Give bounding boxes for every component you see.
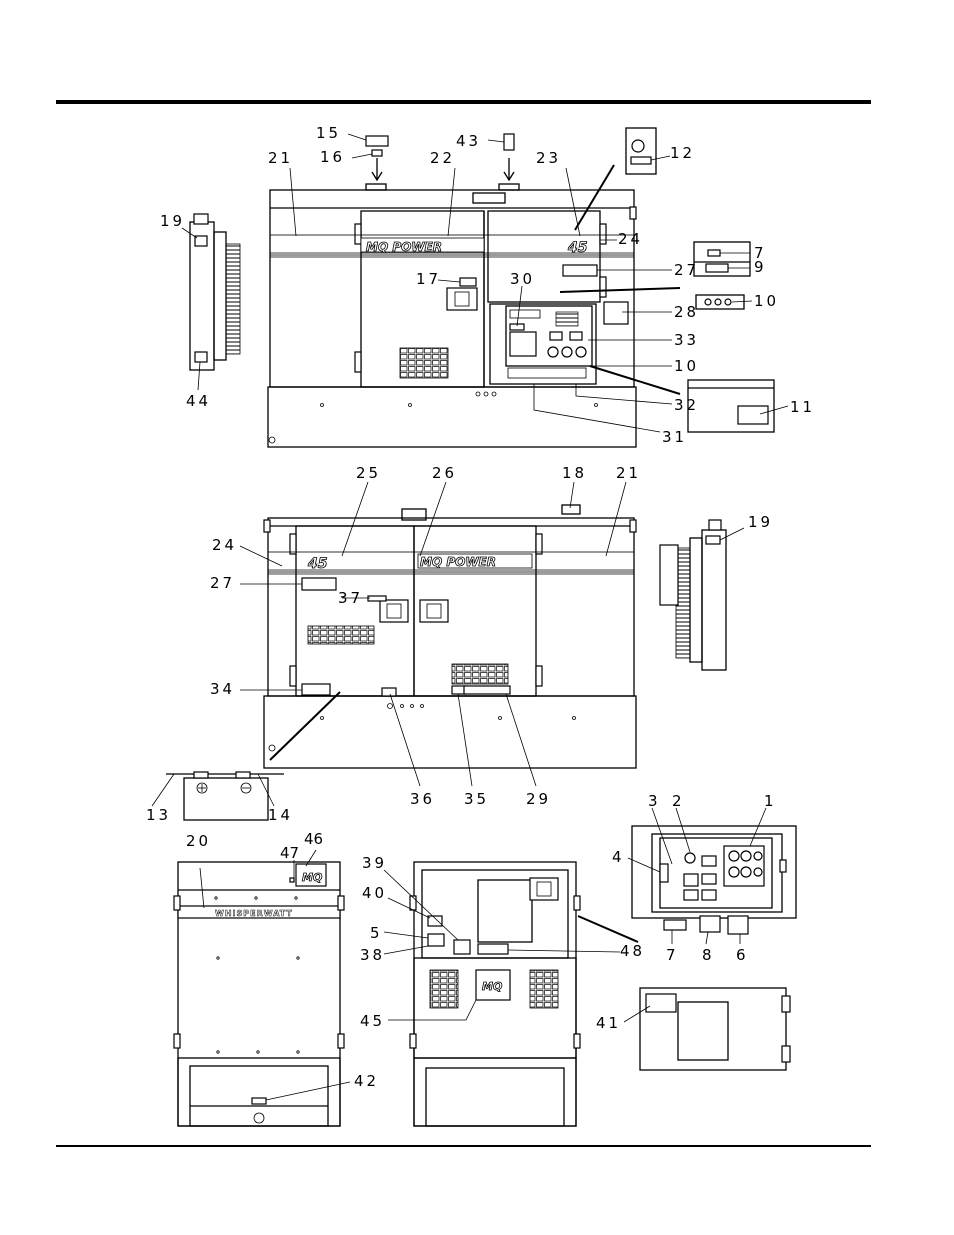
callout-34: 34 xyxy=(210,680,235,698)
callout-9: 9 xyxy=(754,258,764,276)
callout-30: 30 xyxy=(510,270,535,288)
generator-front-view: MQ POWER 45 xyxy=(268,165,680,447)
callout-3: 3 xyxy=(648,792,658,810)
callout-12: 12 xyxy=(670,144,695,162)
callout-18: 18 xyxy=(562,464,587,482)
callout-14: 14 xyxy=(268,806,293,824)
callout-48: 48 xyxy=(620,942,645,960)
callout-13: 13 xyxy=(146,806,171,824)
callout-10b: 10 xyxy=(674,357,699,375)
callout-27: 27 xyxy=(674,261,699,279)
callout-19: 19 xyxy=(160,212,185,230)
battery-detail xyxy=(152,772,284,820)
callout-36: 36 xyxy=(410,790,435,808)
brand-decal-text: MQ POWER xyxy=(366,240,442,254)
callout-28: 28 xyxy=(674,303,699,321)
callout-26: 26 xyxy=(432,464,457,482)
generator-right-side-view xyxy=(660,520,744,670)
callout-47: 47 xyxy=(280,844,299,862)
callout-6: 6 xyxy=(736,946,746,964)
callout-10: 10 xyxy=(754,292,779,310)
mq-logo-text-rear: MQ xyxy=(482,980,502,993)
mq-logo-text: MQ xyxy=(302,871,322,884)
callout-21b: 21 xyxy=(616,464,641,482)
generator-rear-view: MQ POWER 45 xyxy=(240,482,636,786)
callout-25: 25 xyxy=(356,464,381,482)
callout-45: 45 xyxy=(360,1012,385,1030)
inset-11 xyxy=(688,380,788,432)
callout-31: 31 xyxy=(662,428,687,446)
callout-21: 21 xyxy=(268,149,293,167)
callout-29: 29 xyxy=(526,790,551,808)
callout-42: 42 xyxy=(354,1072,379,1090)
callout-19b: 19 xyxy=(748,513,773,531)
callout-41: 41 xyxy=(596,1014,621,1032)
inset-7-9 xyxy=(694,242,752,309)
callout-20: 20 xyxy=(186,832,211,850)
inset-12 xyxy=(626,128,670,174)
callout-43: 43 xyxy=(456,132,481,150)
callout-33: 33 xyxy=(674,331,699,349)
control-panel-detail xyxy=(624,808,796,1070)
callout-37: 37 xyxy=(338,589,363,607)
callout-38: 38 xyxy=(360,946,385,964)
callout-1: 1 xyxy=(764,792,774,810)
callout-46: 46 xyxy=(304,830,323,848)
callout-8: 8 xyxy=(702,946,712,964)
callout-7b: 7 xyxy=(666,946,676,964)
callout-32: 32 xyxy=(674,396,699,414)
callout-24b: 24 xyxy=(212,536,237,554)
brand-decal-text-rear: MQ POWER xyxy=(420,555,496,569)
callout-17: 17 xyxy=(416,270,441,288)
callout-44: 44 xyxy=(186,392,211,410)
generator-left-side-view xyxy=(182,214,240,390)
callout-5: 5 xyxy=(370,924,380,942)
callout-35: 35 xyxy=(464,790,489,808)
whisperwatt-decal-text: WHISPERWATT xyxy=(215,909,293,918)
callout-39: 39 xyxy=(362,854,387,872)
callout-40: 40 xyxy=(362,884,387,902)
callout-11: 11 xyxy=(790,398,815,416)
callout-16: 16 xyxy=(320,148,345,166)
generator-end-view-front: WHISPERWATT MQ xyxy=(174,850,350,1126)
callout-2: 2 xyxy=(672,792,682,810)
callout-23: 23 xyxy=(536,149,561,167)
callout-15: 15 xyxy=(316,124,341,142)
generator-end-view-rear: MQ xyxy=(384,862,638,1126)
model-decal-text-rear: 45 xyxy=(307,556,328,572)
callout-22: 22 xyxy=(430,149,455,167)
model-decal-text: 45 xyxy=(567,240,588,256)
callout-24: 24 xyxy=(618,230,643,248)
callout-27b: 27 xyxy=(210,574,235,592)
callout-4: 4 xyxy=(612,848,622,866)
